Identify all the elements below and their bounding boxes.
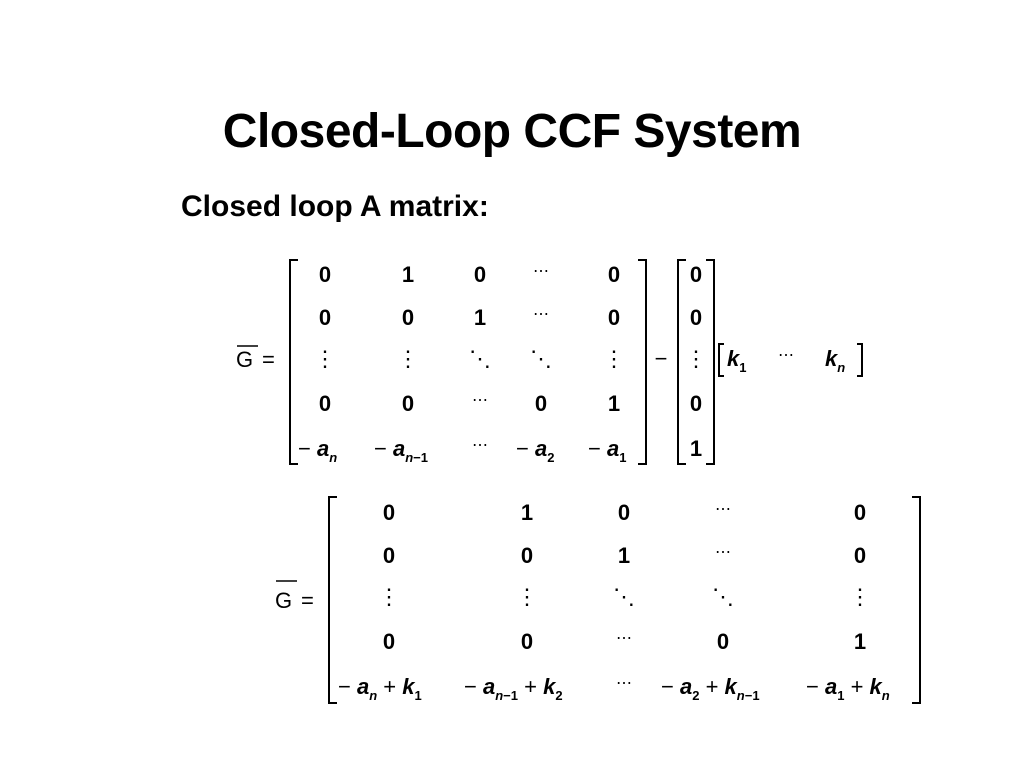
- a-cell-r4c1: 0: [319, 391, 331, 416]
- g-cell-r3c3: ⋱: [613, 584, 635, 609]
- minus-sign: −: [655, 346, 668, 371]
- a-cell-r1c5: 0: [608, 262, 620, 287]
- a-cell-r2c3: 1: [474, 305, 486, 330]
- g-cell-r3c5: ⋮: [849, 584, 871, 609]
- a-cell-r1c2: 1: [402, 262, 414, 287]
- a-cell-r4c3: ⋯: [472, 392, 488, 409]
- a-cell-r5c3: ⋯: [472, 437, 488, 454]
- a-cell-r3c2: ⋮: [397, 346, 419, 371]
- g-cell-r2c1: 0: [383, 543, 395, 568]
- a-cell-r4c2: 0: [402, 391, 414, 416]
- g-cell-r4c5: 1: [854, 629, 866, 654]
- g-cell-r3c4: ⋱: [712, 584, 734, 609]
- g-cell-r1c2: 1: [521, 500, 533, 525]
- g-cell-r4c1: 0: [383, 629, 395, 654]
- a-cell-r5c5: − a1: [588, 436, 626, 465]
- a-cell-r2c1: 0: [319, 305, 331, 330]
- closed-loop-matrix-right-bracket: [912, 496, 921, 704]
- a-cell-r5c4: − a2: [516, 436, 554, 465]
- g-cell-r3c1: ⋮: [378, 584, 400, 609]
- a-cell-r1c3: 0: [474, 262, 486, 287]
- a-cell-r3c5: ⋮: [603, 346, 625, 371]
- g-cell-r1c3: 0: [618, 500, 630, 525]
- a-cell-r4c5: 1: [608, 391, 620, 416]
- a-cell-r2c4: ⋯: [533, 306, 549, 323]
- g-cell-r3c2: ⋮: [516, 584, 538, 609]
- b-vector-right-bracket: [706, 259, 715, 465]
- a-cell-r2c5: 0: [608, 305, 620, 330]
- g-cell-r4c4: 0: [717, 629, 729, 654]
- b-cell-1: 0: [690, 262, 702, 287]
- k-cell-2: ⋯: [778, 347, 794, 364]
- slide-title: Closed-Loop CCF System: [222, 105, 802, 158]
- a-cell-r1c1: 0: [319, 262, 331, 287]
- g-cell-r5c5: − a1 + kn: [806, 674, 890, 703]
- g-symbol-1: G: [236, 347, 253, 372]
- g-cell-r5c1: − an + k1: [338, 674, 422, 703]
- a-cell-r1c4: ⋯: [533, 263, 549, 280]
- equation-1: G = 0 1 0 ⋯ 0 0 0 1 ⋯ 0 ⋮ ⋮ ⋱ ⋱ ⋮ 0 0 ⋯ …: [236, 259, 863, 465]
- k-row-left-bracket: [718, 343, 724, 377]
- g-cell-r4c3: ⋯: [616, 630, 632, 647]
- b-cell-2: 0: [690, 305, 702, 330]
- equals-sign-1: =: [262, 347, 275, 372]
- k-cell-1: k1: [727, 346, 746, 375]
- b-cell-3: ⋮: [685, 346, 707, 371]
- b-vector-left-bracket: [677, 259, 686, 465]
- equation-2: G = 0 1 0 ⋯ 0 0 0 1 ⋯ 0 ⋮ ⋮ ⋱ ⋱ ⋮ 0 0 ⋯ …: [275, 496, 921, 704]
- b-cell-5: 1: [690, 436, 702, 461]
- b-cell-4: 0: [690, 391, 702, 416]
- equals-sign-2: =: [301, 588, 314, 613]
- g-cell-r2c2: 0: [521, 543, 533, 568]
- g-cell-r2c3: 1: [618, 543, 630, 568]
- g-cell-r5c3: ⋯: [616, 675, 632, 692]
- g-cell-r2c5: 0: [854, 543, 866, 568]
- a-cell-r3c1: ⋮: [314, 346, 336, 371]
- g-cell-r2c4: ⋯: [715, 544, 731, 561]
- a-cell-r5c2: − an−1: [374, 436, 428, 465]
- g-cell-r1c1: 0: [383, 500, 395, 525]
- g-cell-r5c4: − a2 + kn−1: [661, 674, 760, 703]
- a-cell-r4c4: 0: [535, 391, 547, 416]
- slide-subtitle: Closed loop A matrix:: [181, 190, 489, 223]
- g-cell-r5c2: − an−1 + k2: [464, 674, 563, 703]
- k-row-right-bracket: [857, 343, 863, 377]
- a-cell-r2c2: 0: [402, 305, 414, 330]
- k-cell-3: kn: [825, 346, 845, 375]
- a-matrix-left-bracket: [289, 259, 298, 465]
- a-cell-r5c1: − an: [298, 436, 337, 465]
- g-cell-r1c5: 0: [854, 500, 866, 525]
- a-cell-r3c3: ⋱: [469, 346, 491, 371]
- g-symbol-2: G: [275, 588, 292, 613]
- a-matrix-right-bracket: [638, 259, 647, 465]
- a-cell-r3c4: ⋱: [530, 346, 552, 371]
- g-cell-r4c2: 0: [521, 629, 533, 654]
- closed-loop-matrix-left-bracket: [328, 496, 337, 704]
- g-cell-r1c4: ⋯: [715, 501, 731, 518]
